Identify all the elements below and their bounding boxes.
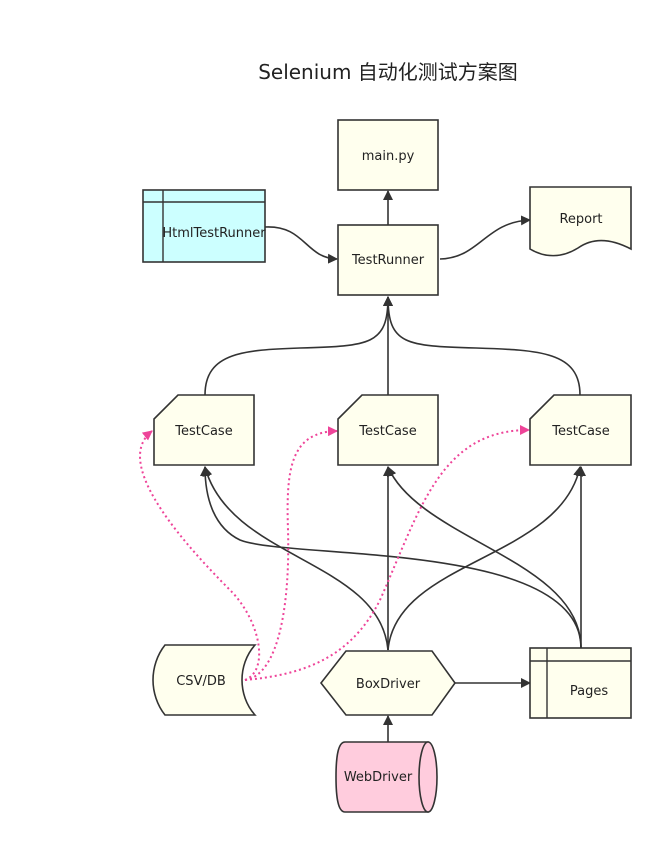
node-report-label: Report — [559, 212, 602, 227]
edge-testcase-right-to-testrunner — [383, 296, 581, 396]
node-html-test-runner[interactable]: HtmlTestRunner — [142, 189, 266, 263]
node-web-driver[interactable]: WebDriver — [335, 741, 438, 813]
node-box-driver-label: BoxDriver — [356, 677, 421, 692]
edge-testcase-left-to-testrunner — [204, 296, 393, 396]
node-csv-db-label: CSV/DB — [176, 674, 226, 689]
node-test-runner[interactable]: TestRunner — [337, 224, 439, 296]
node-main-py-label: main.py — [362, 149, 415, 164]
diagram-title: Selenium 自动化测试方案图 — [258, 60, 518, 84]
edge-htmltestrunner-to-testrunner — [264, 226, 338, 264]
node-test-case-middle-label: TestCase — [358, 424, 416, 439]
node-main-py[interactable]: main.py — [337, 119, 439, 191]
node-test-case-left-label: TestCase — [174, 424, 232, 439]
node-web-driver-label: WebDriver — [344, 770, 413, 785]
node-test-case-right-label: TestCase — [551, 424, 609, 439]
edge-boxdriver-to-testcase-left — [202, 466, 389, 651]
node-test-runner-label: TestRunner — [351, 253, 425, 268]
edge-csv-to-testcase-left — [139, 430, 261, 681]
edge-pages-to-testcase-middle — [387, 466, 582, 649]
node-pages[interactable]: Pages — [529, 647, 632, 719]
node-test-case-middle[interactable]: TestCase — [337, 394, 439, 466]
data-links — [139, 425, 530, 681]
edge-csv-to-testcase-right — [244, 425, 530, 681]
edge-testrunner-to-report — [439, 215, 531, 260]
node-html-test-runner-label: HtmlTestRunner — [162, 226, 266, 241]
node-report[interactable]: Report — [529, 186, 632, 257]
node-pages-label: Pages — [570, 684, 608, 699]
node-csv-db[interactable]: CSV/DB — [152, 644, 257, 716]
edges — [200, 190, 586, 742]
node-box-driver[interactable]: BoxDriver — [319, 650, 456, 716]
edge-csv-to-testcase-middle — [244, 426, 338, 681]
edge-pages-to-testcase-left — [200, 466, 582, 649]
node-test-case-left[interactable]: TestCase — [153, 394, 255, 466]
edge-boxdriver-to-testcase-right — [387, 466, 583, 651]
node-test-case-right[interactable]: TestCase — [529, 394, 632, 466]
